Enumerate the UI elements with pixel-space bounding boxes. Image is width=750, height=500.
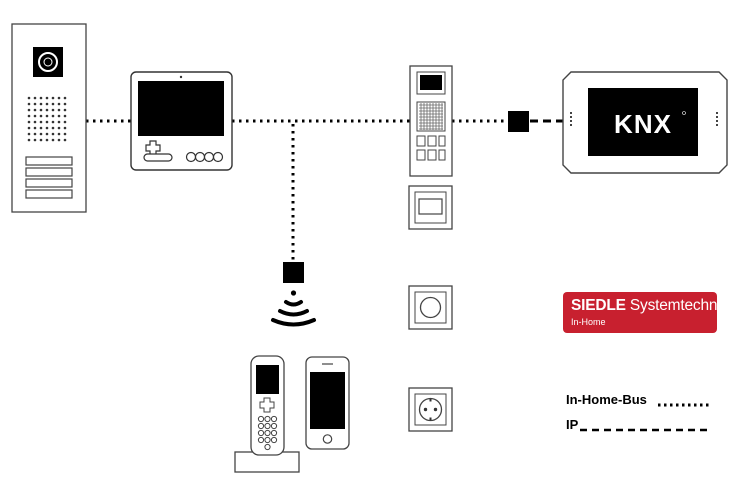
siedle-badge-title: SIEDLE Systemtechnik [571,297,728,315]
legend-bus-label: In-Home-Bus [566,392,647,407]
round-button-icon [408,285,453,330]
door-call-button-2 [25,167,73,177]
door-call-button-3 [25,178,73,188]
video-panel-screen [138,81,224,136]
gateway-icon [508,111,529,132]
siedle-systemtechnik-badge: SIEDLE Systemtechnik In-Home [563,292,728,333]
door-call-button-4 [25,189,73,199]
bus-connections [86,119,563,262]
socket-icon [408,387,453,432]
switch-module-icon [408,185,453,230]
siedle-brand-name: SIEDLE [571,297,626,314]
siedle-product-name: Systemtechnik [629,297,729,314]
smartphone-icon [305,356,350,450]
wireless-signal-icon [271,290,316,327]
knx-panel-screen [588,88,698,156]
door-call-button-1 [25,156,73,166]
door-speaker-grille [27,96,67,142]
wireless-base-icon [283,262,304,283]
knx-panel-icon [562,71,728,174]
knx-logo: KNX [614,109,672,139]
siedle-badge-subtitle: In-Home [571,317,606,327]
video-panel-icon [130,71,233,171]
bus-interface-icon [409,65,453,177]
dect-handset-icon [234,355,300,473]
door-station-icon [11,23,87,213]
legend-ip-label: IP [566,417,579,432]
siedle-badge-bg [563,292,717,333]
